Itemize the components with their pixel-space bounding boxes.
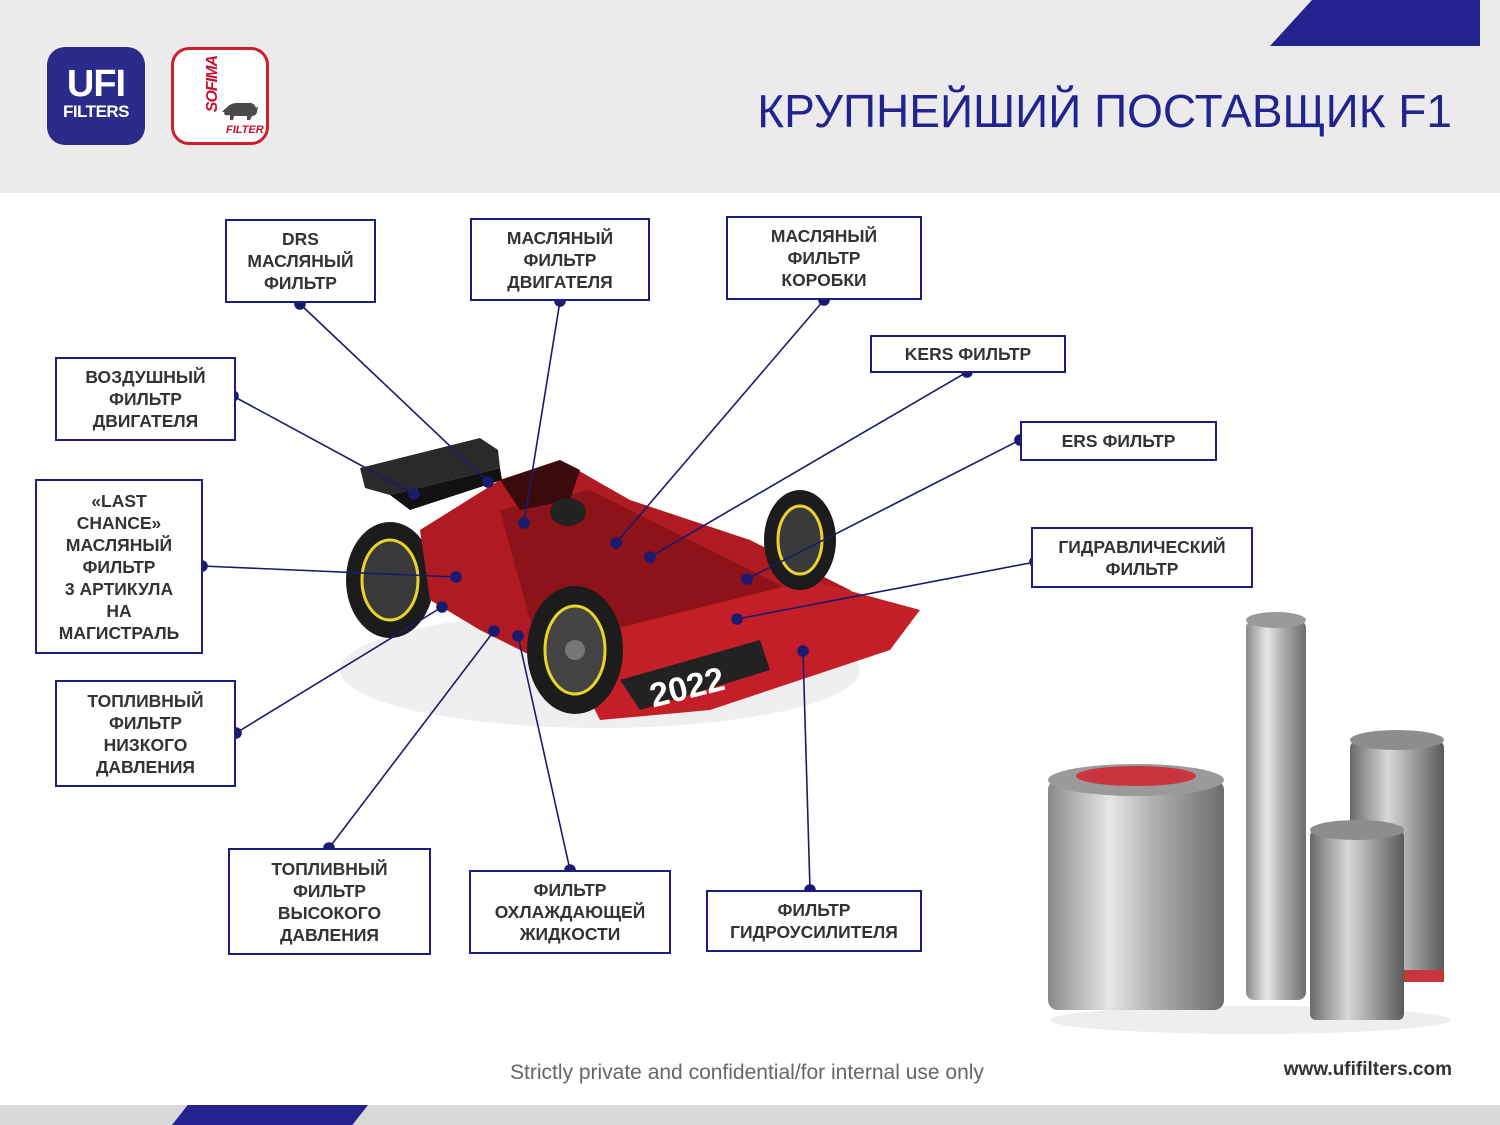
page-title: КРУПНЕЙШИЙ ПОСТАВЩИК F1	[757, 85, 1452, 137]
label-coolant-filter: ФИЛЬТР ОХЛАЖДАЮЩЕЙ ЖИДКОСТИ	[469, 870, 671, 954]
label-gearbox-oil-filter: МАСЛЯНЫЙ ФИЛЬТР КОРОБКИ	[726, 216, 922, 300]
label-ers-filter: ERS ФИЛЬТР	[1020, 421, 1217, 461]
confidential-notice: Strictly private and confidential/for in…	[510, 1061, 984, 1084]
website-url[interactable]: www.ufifilters.com	[1283, 1059, 1452, 1080]
label-fuel-low-pressure-filter: ТОПЛИВНЫЙ ФИЛЬТР НИЗКОГО ДАВЛЕНИЯ	[55, 680, 236, 787]
label-fuel-high-pressure-filter: ТОПЛИВНЫЙ ФИЛЬТР ВЫСОКОГО ДАВЛЕНИЯ	[228, 848, 431, 955]
bottom-accent-stripe	[172, 1105, 368, 1125]
rhino-icon	[222, 102, 258, 120]
filter-products-illustration	[1048, 612, 1450, 1034]
ufi-logo-subtext: FILTERS	[62, 102, 130, 121]
bottom-bar	[0, 1105, 1500, 1125]
ufi-logo-text: UFI	[66, 63, 126, 105]
sofima-filter-logo: SOFIMA FILTER	[171, 47, 269, 145]
label-drs-oil-filter: DRS МАСЛЯНЫЙ ФИЛЬТР	[225, 219, 376, 303]
label-last-chance-oil-filter: «LAST CHANCE» МАСЛЯНЫЙ ФИЛЬТР 3 АРТИКУЛА…	[35, 479, 203, 654]
label-air-filter: ВОЗДУШНЫЙ ФИЛЬТР ДВИГАТЕЛЯ	[55, 357, 236, 441]
label-engine-oil-filter: МАСЛЯНЫЙ ФИЛЬТР ДВИГАТЕЛЯ	[470, 218, 650, 301]
label-hydraulic-filter: ГИДРАВЛИЧЕСКИЙ ФИЛЬТР	[1031, 527, 1253, 588]
sofima-logo-subtext: FILTER	[226, 124, 264, 136]
label-power-steering-filter: ФИЛЬТР ГИДРОУСИЛИТЕЛЯ	[706, 890, 922, 952]
corner-accent-stripe	[1270, 0, 1480, 46]
ufi-filters-logo: UFI FILTERS	[47, 47, 145, 145]
label-kers-filter: KERS ФИЛЬТР	[870, 335, 1066, 373]
f1-car-illustration: 2022	[340, 438, 920, 728]
